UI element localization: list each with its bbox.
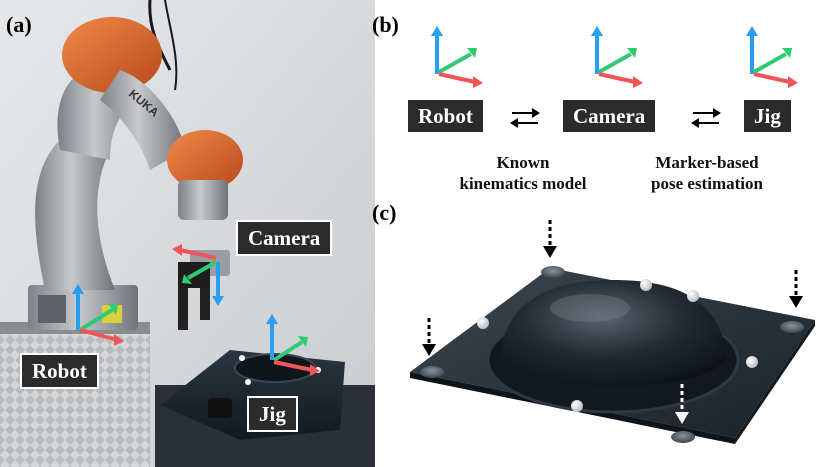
- marker-caption-line: pose estimation: [651, 174, 763, 193]
- robot-photo-label: Robot: [20, 353, 99, 389]
- jig-frame-icon: [746, 26, 798, 88]
- panel-a-label: (a): [6, 12, 32, 37]
- robot-top-joint: [62, 17, 162, 93]
- robot-forearm: [100, 70, 185, 170]
- robot-frame-icon: [431, 26, 483, 88]
- corner-pad: [541, 266, 565, 278]
- dashed-down-arrow-icon: [543, 220, 557, 258]
- jig-plate-edge: [735, 320, 815, 444]
- marker-ball: [687, 290, 699, 302]
- robot-wrist-joint: [167, 130, 243, 190]
- jig-photo-label: Jig: [247, 396, 298, 432]
- robot-frame-axes: [72, 284, 124, 346]
- cable: [164, 0, 178, 91]
- marker-ball: [640, 279, 652, 291]
- marker-ball: [477, 317, 489, 329]
- panel-b-frames: [431, 26, 798, 88]
- marker-caption: Marker-based pose estimation: [622, 152, 792, 194]
- robot-lower-link: [35, 140, 115, 290]
- jig-marker: [239, 355, 245, 361]
- jig-frame-axes: [266, 314, 320, 376]
- robot-pedestal: [0, 328, 150, 467]
- kinematics-caption-line: kinematics model: [459, 174, 587, 193]
- kinematics-caption-line: Known: [496, 153, 550, 172]
- marker-caption-line: Marker-based: [655, 153, 759, 172]
- camera-frame-axes: [172, 244, 224, 306]
- dashed-down-arrow-icon: [789, 270, 803, 308]
- dashed-up-arrow-icon: [675, 384, 689, 424]
- marker-ball: [746, 356, 758, 368]
- camera-frame-icon: [591, 26, 643, 88]
- robot-node: Robot: [408, 100, 483, 132]
- bidirectional-arrow-icon: [510, 108, 540, 128]
- robot-base-plate: [38, 295, 66, 323]
- robot-flange: [178, 180, 228, 220]
- panel-b-label: (b): [372, 12, 399, 37]
- jig-device: [208, 398, 232, 418]
- panel-c-label: (c): [372, 200, 397, 225]
- dome-highlight: [550, 294, 630, 322]
- jig-node: Jig: [744, 100, 791, 132]
- panel-c-jig-render: [410, 220, 815, 444]
- camera-node: Camera: [563, 100, 656, 132]
- gripper-finger: [200, 288, 210, 320]
- marker-ball: [571, 400, 583, 412]
- bidirectional-arrow-icon: [691, 108, 721, 128]
- kinematics-caption: Known kinematics model: [438, 152, 608, 194]
- gripper-finger: [178, 288, 188, 330]
- jig-marker: [245, 379, 251, 385]
- corner-pad: [420, 366, 444, 378]
- corner-pad: [671, 431, 695, 443]
- jig-dome: [500, 280, 727, 387]
- corner-pad: [780, 321, 804, 333]
- dashed-down-arrow-icon: [422, 318, 436, 356]
- camera-photo-label: Camera: [236, 220, 333, 256]
